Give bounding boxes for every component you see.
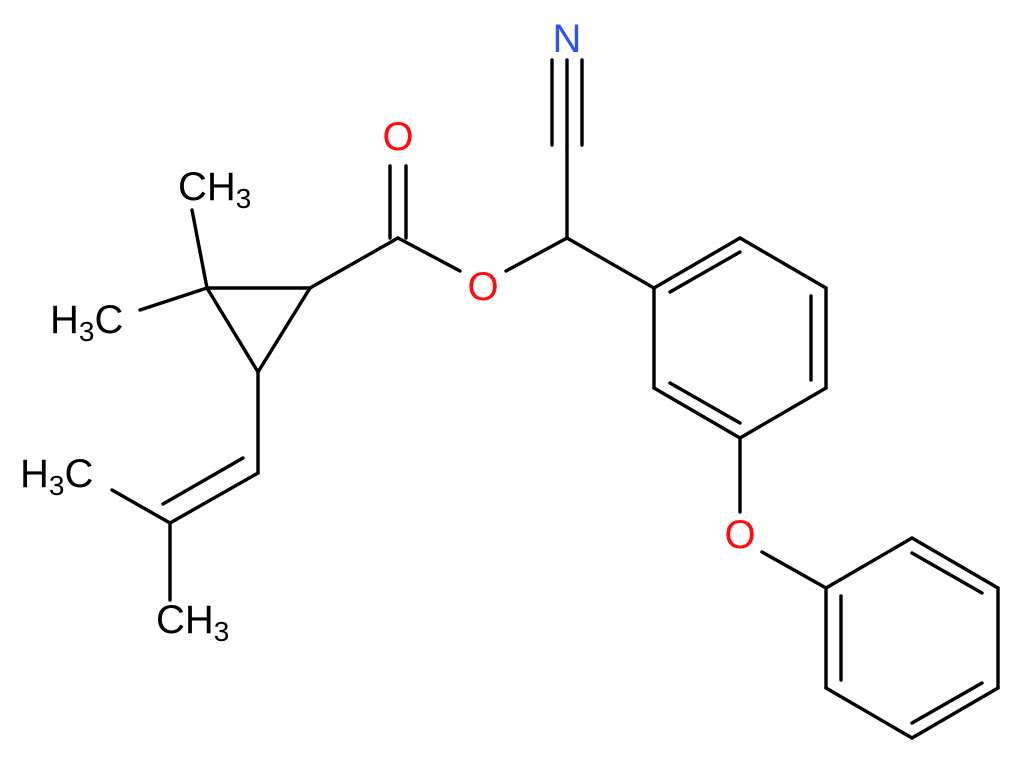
bond-ring1-b [738,236,828,290]
alkene-methyl-bottom-label-sub: 3 [214,616,230,647]
bond-ring2-d [910,686,1000,740]
ether-oxygen-label: O [724,513,755,557]
bond-ring1-inner-1 [668,250,742,294]
bond-ring1-d [738,386,828,440]
bond-ring2-e [824,686,914,740]
methyl-top-label: CH3 [178,165,251,214]
alkene-methyl-left-label: H3C [20,452,93,501]
alkene-methyl-bottom-label: CH3 [156,598,229,647]
bond-oether-ring2 [760,550,828,590]
bond-methyl-left [138,286,209,312]
bonds [110,58,1000,740]
methyl-left-label-sub: 3 [79,316,95,347]
methyl-top-label-sub: 3 [236,183,252,214]
bond-ring1-a [652,236,742,290]
bond-ring2-a [824,536,914,590]
bond-cp-3 [256,286,312,374]
bond-methyl-top [190,208,209,290]
bond-carbonyl-cp [308,236,400,290]
bond-alkene-b [161,456,245,506]
methyl-left-label-tail: C [94,298,123,342]
methyl-left-label: H3C [50,298,123,347]
alkene-methyl-left-label-sub: 3 [49,470,65,501]
nitrogen-atom-label: N [553,17,582,61]
alkene-methyl-left-label-tail: C [64,452,93,496]
bond-ring2-inner-2 [910,681,984,725]
bond-ring2-b [910,536,1000,590]
bond-cp-2 [205,286,260,374]
bond-ring1-inner-3 [668,381,742,425]
bond-alkene-a [168,471,260,525]
bond-ring2-inner-1 [910,551,984,595]
bond-oester-carbonyl [396,236,462,273]
alkene-methyl-left-label-main: H [20,452,49,496]
carbonyl-oxygen-label: O [382,115,413,159]
bond-alkene-methyl-left [110,488,172,525]
bond-alpha-oester [504,236,569,273]
bond-alpha-ring [565,236,656,290]
methyl-top-label-main: CH [178,165,236,209]
bond-ring1-e [652,386,742,440]
methyl-left-label-main: H [50,298,79,342]
alkene-methyl-bottom-label-main: CH [156,598,214,642]
ester-oxygen-label: O [467,265,498,309]
